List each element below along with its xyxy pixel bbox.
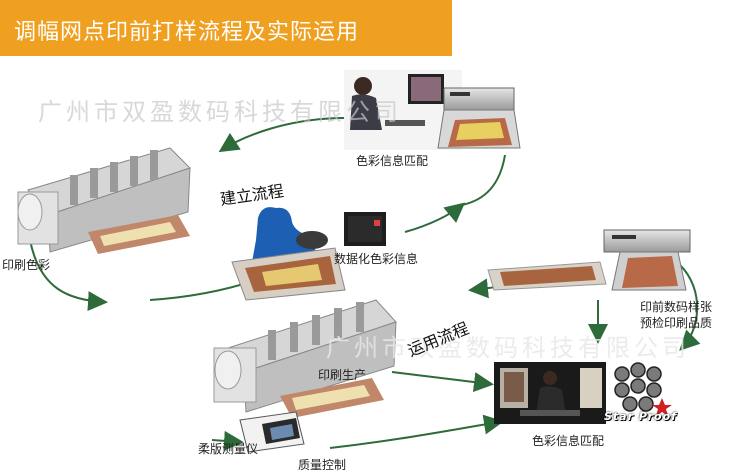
- color-match-top-label: 色彩信息匹配: [356, 154, 429, 168]
- digitize-image: [231, 207, 386, 301]
- proof-printer-image: [487, 229, 691, 291]
- page-title: 调幅网点印前打样流程及实际运用: [14, 20, 360, 45]
- watermark-top: 广州市双盈数码科技有限公司: [38, 98, 402, 126]
- printing-press-bottom-image: [213, 299, 397, 418]
- densitometer-image: [239, 411, 305, 453]
- digital-proof-label-line2: 预检印刷品质: [640, 316, 713, 330]
- watermark-bottom: 广州市双盈数码科技有限公司: [326, 334, 690, 362]
- printing-press-top-image: [17, 147, 191, 254]
- star-proof-logo-text: Star Proof: [604, 410, 677, 423]
- printing-color-label: 印刷色彩: [2, 258, 51, 272]
- operator-printer-image: [344, 70, 521, 150]
- densitometer-label: 柔版测量仪: [198, 442, 259, 456]
- color-match-bottom-label: 色彩信息匹配: [532, 434, 605, 448]
- production-label: 印刷生产: [318, 368, 367, 382]
- color-match-scene-image: [494, 362, 606, 424]
- digital-proof-label-line1: 印前数码样张: [640, 300, 713, 314]
- digitize-label: 数据化色彩信息: [334, 252, 419, 266]
- star-proof-logo: [614, 362, 672, 416]
- quality-control-label: 质量控制: [298, 458, 347, 472]
- header-banner: 调幅网点印前打样流程及实际运用: [0, 0, 452, 56]
